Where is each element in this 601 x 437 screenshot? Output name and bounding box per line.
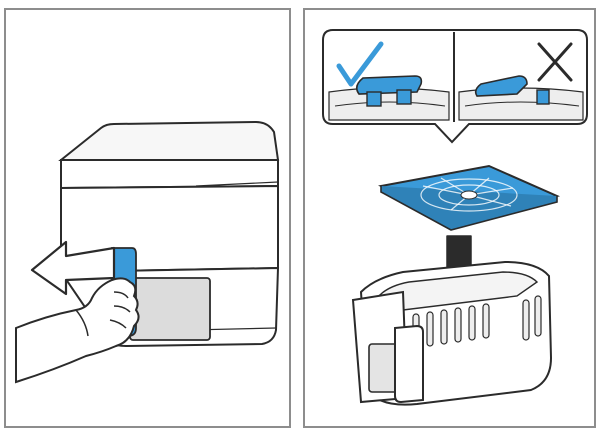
basket <box>351 260 553 406</box>
detail-callout <box>322 29 588 144</box>
grid-install-illustration <box>322 29 588 406</box>
step-panel-remove-basket <box>4 8 291 428</box>
step-panel-install-grid <box>303 8 596 428</box>
airfryer-pull-illustration <box>15 120 280 384</box>
arrow-left-icon <box>30 240 116 296</box>
check-icon <box>336 41 384 87</box>
crisper-grid <box>378 164 561 231</box>
cross-icon <box>537 42 573 82</box>
hand-icon <box>15 277 140 384</box>
